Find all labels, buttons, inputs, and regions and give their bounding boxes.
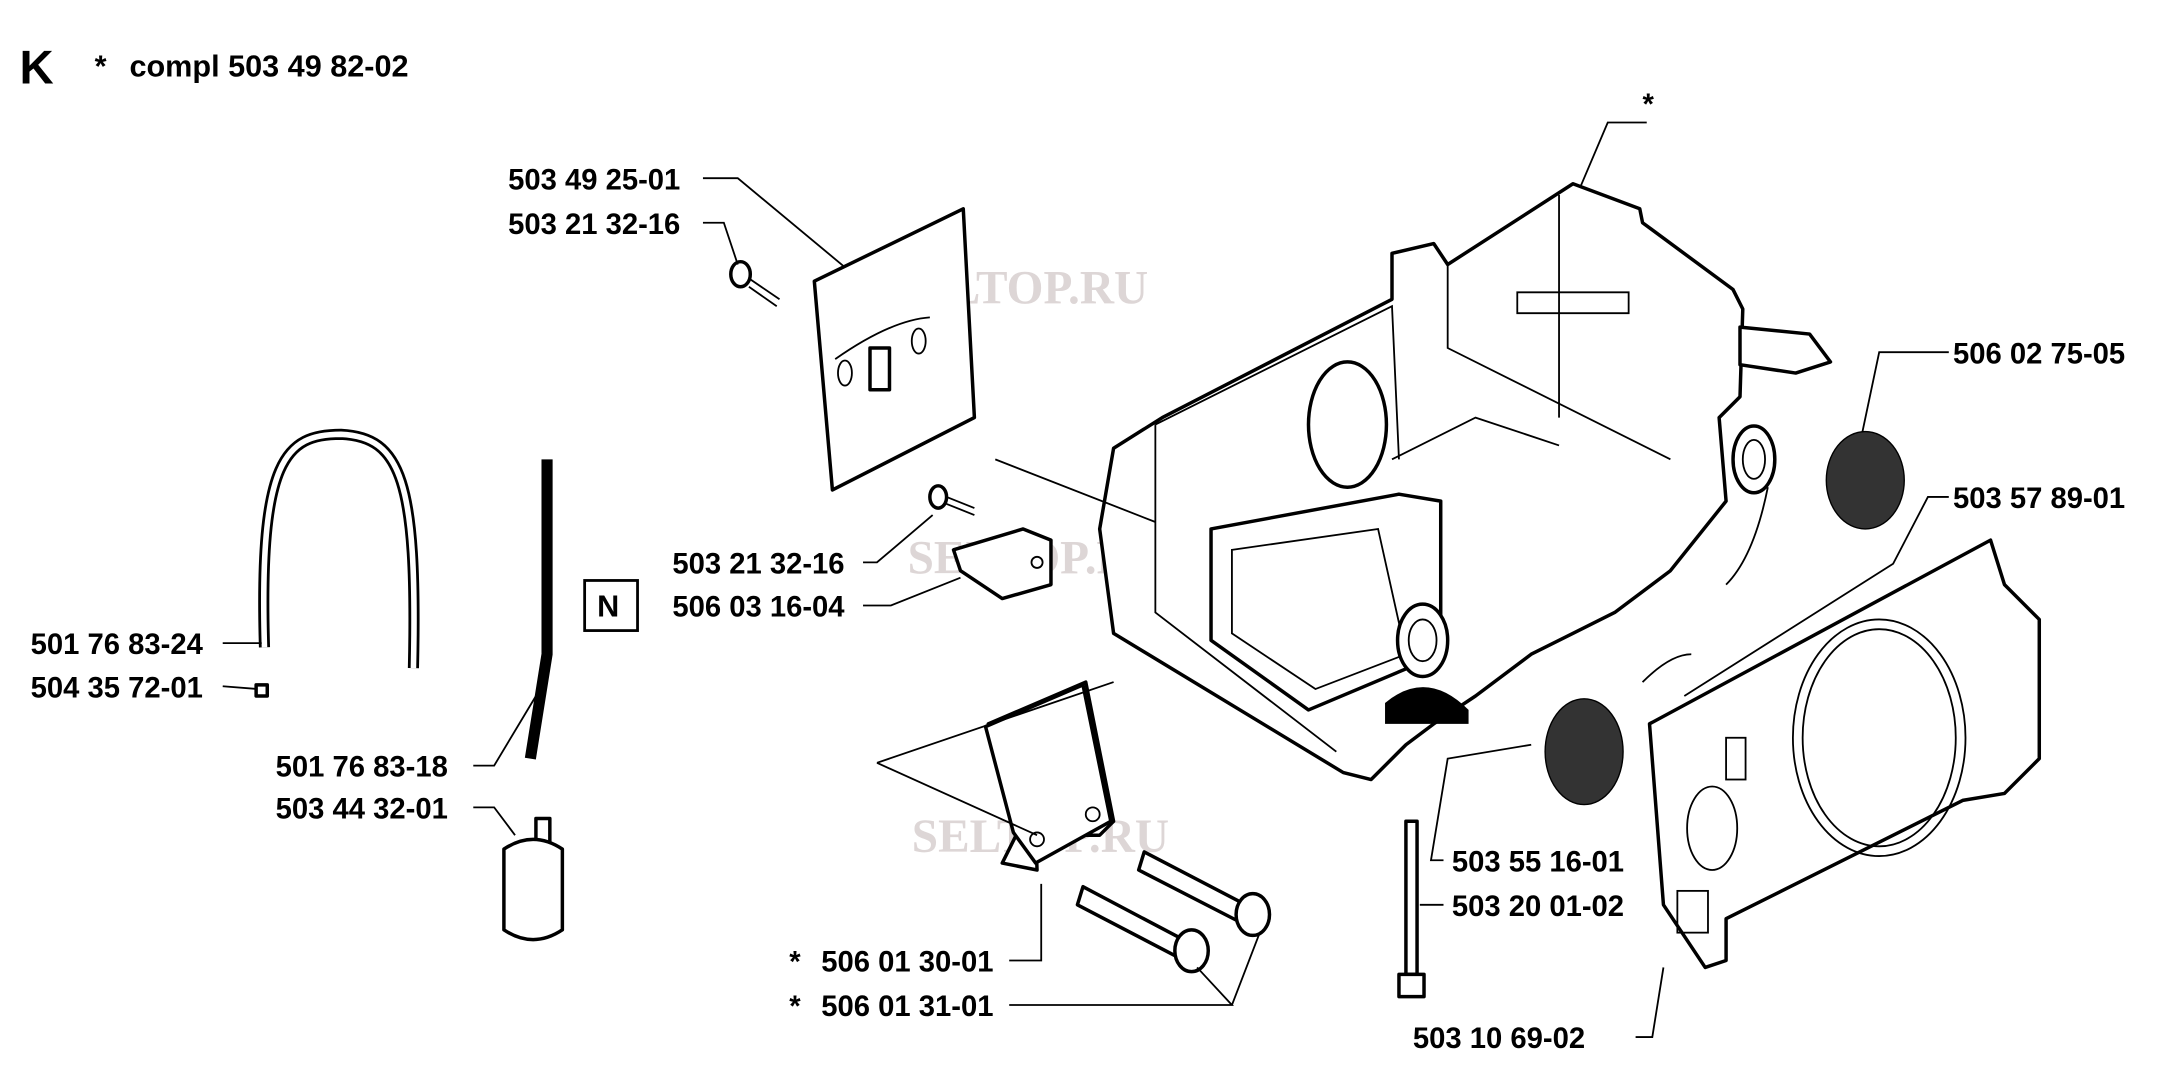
callout-rubber-buffer: 503 55 16-01: [1452, 846, 1624, 878]
callout-hose: 501 76 83-24: [31, 629, 204, 661]
n-marker: N: [597, 590, 619, 624]
fuel-hose: [524, 459, 553, 760]
bar-plate: [812, 207, 977, 492]
callout-bar-plate: 503 49 25-01: [508, 164, 680, 196]
callout-bolt: 506 01 31-01: [821, 991, 993, 1023]
callout-cover: 503 10 69-02: [1413, 1023, 1585, 1055]
screw: [729, 259, 781, 307]
bolts: [1075, 850, 1272, 974]
hose: [254, 428, 420, 698]
callout-bracket: 506 03 16-04: [672, 592, 845, 624]
callout-bracket-screw: 503 21 32-16: [672, 549, 844, 581]
leader-lines: [222, 121, 1949, 1038]
assembly-label: compl 503 49 82-02: [129, 50, 408, 84]
callout-long-screw: 503 20 01-02: [1452, 891, 1624, 923]
section-letter: K: [19, 42, 53, 95]
callout-filter: 503 44 32-01: [276, 793, 448, 825]
assembly-asterisk: *: [95, 50, 107, 84]
fuel-filter: [502, 816, 565, 942]
callout-bolt-plate: 506 01 30-01: [821, 947, 993, 979]
n-marker-box: [583, 579, 639, 632]
long-screw: [1397, 819, 1426, 999]
callout-oil-pump-cover: 506 02 75-05: [1953, 338, 2125, 370]
bracket: [928, 484, 1053, 601]
rubber-buffer: [1544, 430, 1905, 806]
callout-spring: 503 57 89-01: [1953, 483, 2125, 515]
clutch-housing: [1097, 182, 1833, 782]
callout-hose-fitting: 504 35 72-01: [31, 672, 203, 704]
bolt-plate-mark: *: [789, 947, 801, 979]
housing-star: *: [1643, 89, 1655, 121]
callout-bar-plate-screw: 503 21 32-16: [508, 209, 680, 241]
bolt-mark: *: [789, 991, 801, 1023]
callout-fuel-hose: 501 76 83-18: [276, 752, 448, 784]
bolt-plate: [983, 680, 1116, 872]
clutch-cover: [1647, 538, 2042, 970]
